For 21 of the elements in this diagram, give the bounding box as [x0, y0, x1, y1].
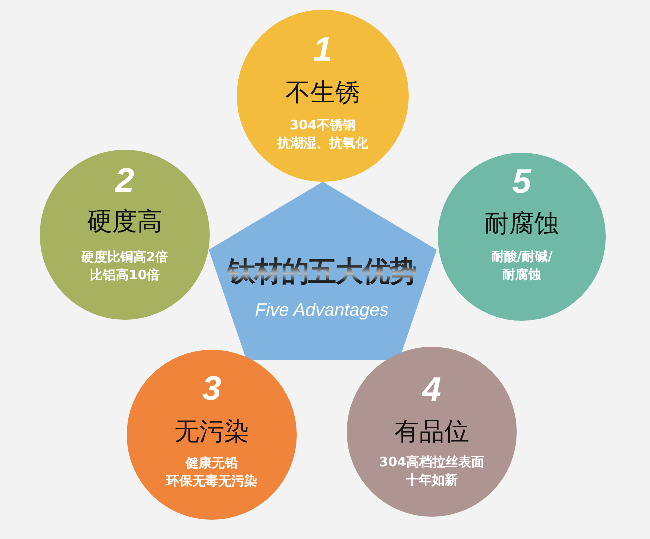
step-number: 1 [314, 32, 332, 68]
feature-description: 硬度比铜高2倍 [81, 250, 169, 266]
feature-description: 比铝高10倍 [90, 268, 160, 284]
step-number: 3 [202, 371, 222, 407]
feature-title: 不生锈 [286, 78, 360, 108]
feature-description: 耐酸/耐碱/耐腐蚀 [490, 249, 554, 285]
step-number: 4 [422, 372, 442, 408]
feature-description: 304高档拉丝表面 [379, 454, 485, 472]
step-number: 5 [512, 164, 532, 200]
feature-description: 十年如新 [406, 472, 458, 490]
feature-description: 健康无铅 [186, 456, 238, 472]
feature-title: 耐腐蚀 [484, 209, 560, 239]
feature-description: 抗潮湿、抗氧化 [278, 136, 368, 152]
feature-description: 环保无毒无污染 [166, 474, 258, 490]
feature-title: 无污染 [174, 417, 250, 447]
feature-title: 有品位 [394, 417, 470, 447]
feature-title: 硬度高 [88, 207, 162, 237]
pentagon-shape [209, 182, 437, 360]
feature-description: 304不锈钢 [290, 118, 356, 134]
pentagon-subtitle: Five Advantages [255, 299, 389, 321]
step-number: 2 [116, 163, 134, 199]
